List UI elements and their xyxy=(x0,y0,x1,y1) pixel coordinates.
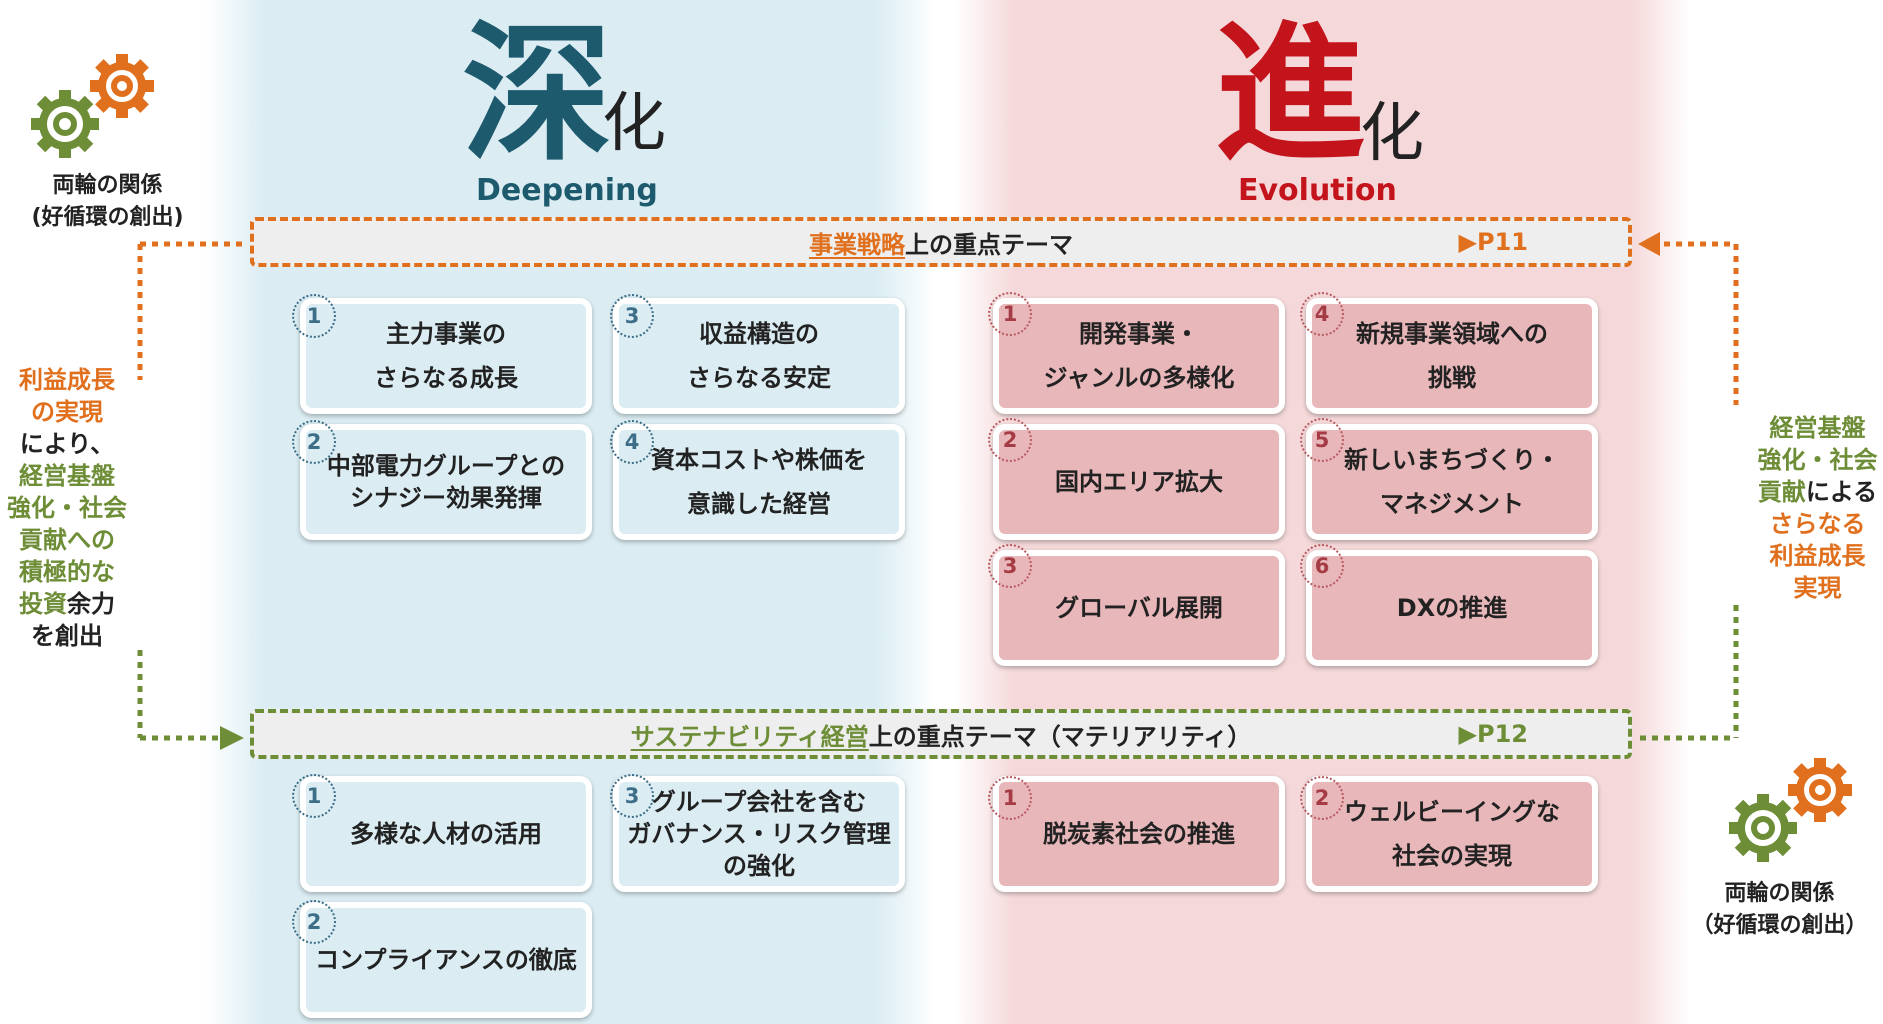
business-banner-rest: 上の重点テーマ xyxy=(905,230,1073,259)
theme-card: DXの推進 xyxy=(1306,550,1598,666)
theme-card: 中部電力グループとの シナジー効果発揮 xyxy=(300,424,592,540)
gears-icon xyxy=(31,54,154,158)
theme-number: 2 xyxy=(988,418,1032,462)
evolution-kanji: 進 xyxy=(1215,8,1366,182)
theme-number: 5 xyxy=(1300,418,1344,462)
materiality-card: ウェルビーイングな 社会の実現 xyxy=(1306,776,1598,892)
deepening-kanji: 深 xyxy=(462,8,613,182)
gear-label-right: 両輪の関係 （好循環の創出） xyxy=(1691,881,1868,938)
theme-number: 3 xyxy=(988,544,1032,588)
theme-number: 1 xyxy=(292,294,336,338)
materiality-number: 1 xyxy=(292,774,336,818)
sustainability-banner: サステナビリティ経営上の重点テーマ（マテリアリティ） ▶P12 xyxy=(250,709,1632,759)
theme-number: 6 xyxy=(1300,544,1344,588)
materiality-number: 2 xyxy=(292,900,336,944)
sustainability-link[interactable]: サステナビリティ経営 xyxy=(630,722,869,751)
materiality-card: グループ会社を含む ガバナンス・リスク管理 の強化 xyxy=(613,776,905,892)
deepening-title: Deepening xyxy=(476,173,658,208)
theme-number: 3 xyxy=(610,294,654,338)
gears-icon xyxy=(1729,758,1852,862)
left-cycle-text: 利益成長 の実現 により、 経営基盤 強化・社会 貢献への 積極的な 投資余力 … xyxy=(7,366,127,650)
materiality-number: 2 xyxy=(1300,776,1344,820)
theme-number: 1 xyxy=(988,292,1032,336)
deepening-kanji-small: 化 xyxy=(602,87,666,161)
theme-card: グローバル展開 xyxy=(993,550,1285,666)
sustainability-banner-rest: 上の重点テーマ（マテリアリティ） xyxy=(868,722,1252,751)
theme-number: 4 xyxy=(1300,292,1344,336)
materiality-number: 3 xyxy=(610,774,654,818)
theme-card: 主力事業の さらなる成長 xyxy=(300,298,592,414)
theme-card: 新しいまちづくり・ マネジメント xyxy=(1306,424,1598,540)
gear-label-left: 両輪の関係 (好循環の創出) xyxy=(31,173,184,230)
materiality-card: 脱炭素社会の推進 xyxy=(993,776,1285,892)
business-strategy-link[interactable]: 事業戦略 xyxy=(809,230,905,259)
evolution-kanji-small: 化 xyxy=(1360,97,1424,171)
materiality-card: 多様な人材の活用 xyxy=(300,776,592,892)
materiality-number: 1 xyxy=(988,776,1032,820)
right-cycle-text: 経営基盤 強化・社会 貢献による さらなる 利益成長 実現 xyxy=(1757,414,1878,602)
business-page-link[interactable]: ▶P11 xyxy=(1458,228,1528,256)
theme-card: 収益構造の さらなる安定 xyxy=(613,298,905,414)
theme-number: 4 xyxy=(610,420,654,464)
theme-card: 資本コストや株価を 意識した経営 xyxy=(613,424,905,540)
business-strategy-banner: 事業戦略上の重点テーマ ▶P11 xyxy=(250,217,1632,267)
materiality-card: コンプライアンスの徹底 xyxy=(300,902,592,1018)
theme-number: 2 xyxy=(292,420,336,464)
theme-card: 国内エリア拡大 xyxy=(993,424,1285,540)
evolution-title: Evolution xyxy=(1238,173,1397,208)
sustainability-page-link[interactable]: ▶P12 xyxy=(1458,720,1528,748)
theme-card: 新規事業領域への 挑戦 xyxy=(1306,298,1598,414)
theme-card: 開発事業・ ジャンルの多様化 xyxy=(993,298,1285,414)
